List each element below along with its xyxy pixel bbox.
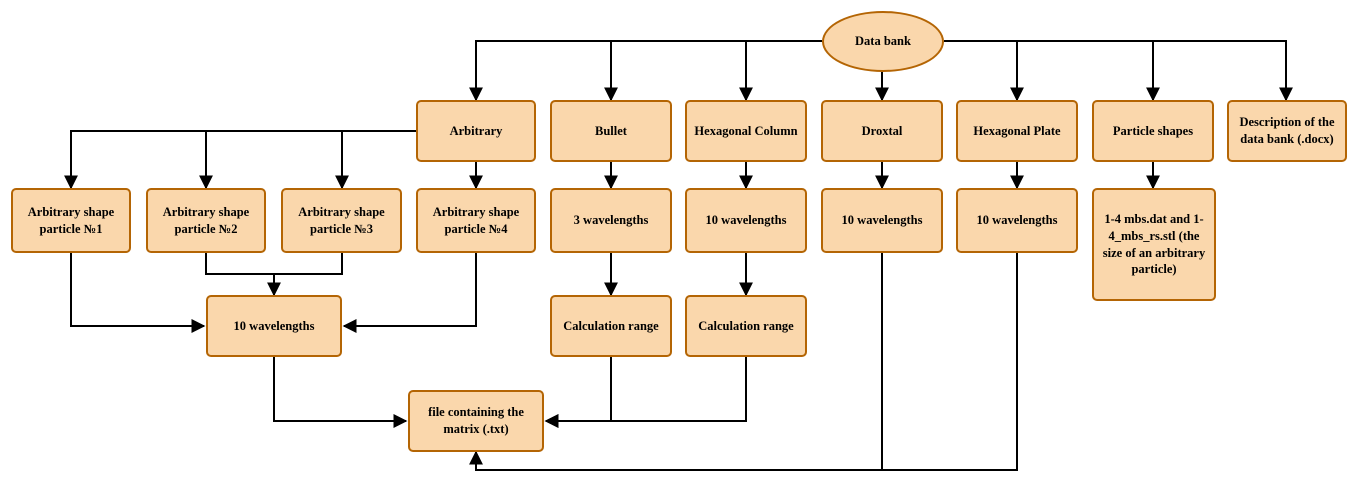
edge-asp1-to-arbwl — [70, 253, 206, 333]
node-hexcolumn-calculation-range: Calculation range — [685, 295, 807, 357]
node-arbitrary-particle-2: Arbitrary shape particle №2 — [146, 188, 266, 253]
edge-bulletrange-to-matrix — [544, 357, 612, 428]
node-bullet: Bullet — [550, 100, 672, 162]
edge-databank-to-hexplate — [944, 40, 1293, 102]
node-arbitrary-wavelengths: 10 wavelengths — [206, 295, 342, 357]
node-data-bank: Data bank — [822, 11, 944, 72]
node-droxtal: Droxtal — [821, 100, 943, 162]
node-arbitrary-particle-1: Arbitrary shape particle №1 — [11, 188, 131, 253]
node-hexagonal-plate: Hexagonal Plate — [956, 100, 1078, 162]
edge-hexcolrange-to-matrix — [544, 357, 747, 428]
node-bullet-calculation-range: Calculation range — [550, 295, 672, 357]
edge-databank-to-arbitrary — [469, 40, 822, 102]
node-arbitrary: Arbitrary — [416, 100, 536, 162]
node-bullet-wavelengths: 3 wavelengths — [550, 188, 672, 253]
node-arbitrary-particle-3: Arbitrary shape particle №3 — [281, 188, 402, 253]
node-particle-shapes: Particle shapes — [1092, 100, 1214, 162]
node-hexplate-wavelengths: 10 wavelengths — [956, 188, 1078, 253]
edge-arbitrary-to-asp1 — [64, 130, 416, 190]
edge-asp4-to-arbwl — [342, 253, 477, 333]
node-arbitrary-particle-4: Arbitrary shape particle №4 — [416, 188, 536, 253]
edge-hexplate-to-bottom — [882, 253, 1018, 471]
node-hexcolumn-wavelengths: 10 wavelengths — [685, 188, 807, 253]
node-description: Description of the data bank (.docx) — [1227, 100, 1347, 162]
edge-droxtal-hexplate-to-matrix — [469, 253, 883, 471]
node-hexagonal-column: Hexagonal Column — [685, 100, 807, 162]
node-mbs-files: 1-4 mbs.dat and 1-4_mbs_rs.stl (the size… — [1092, 188, 1216, 301]
edge-asp2-asp3-merge — [205, 253, 343, 275]
node-droxtal-wavelengths: 10 wavelengths — [821, 188, 943, 253]
edge-arbwl-to-matrix — [273, 357, 408, 428]
node-matrix-file: file containing the matrix (.txt) — [408, 390, 544, 452]
